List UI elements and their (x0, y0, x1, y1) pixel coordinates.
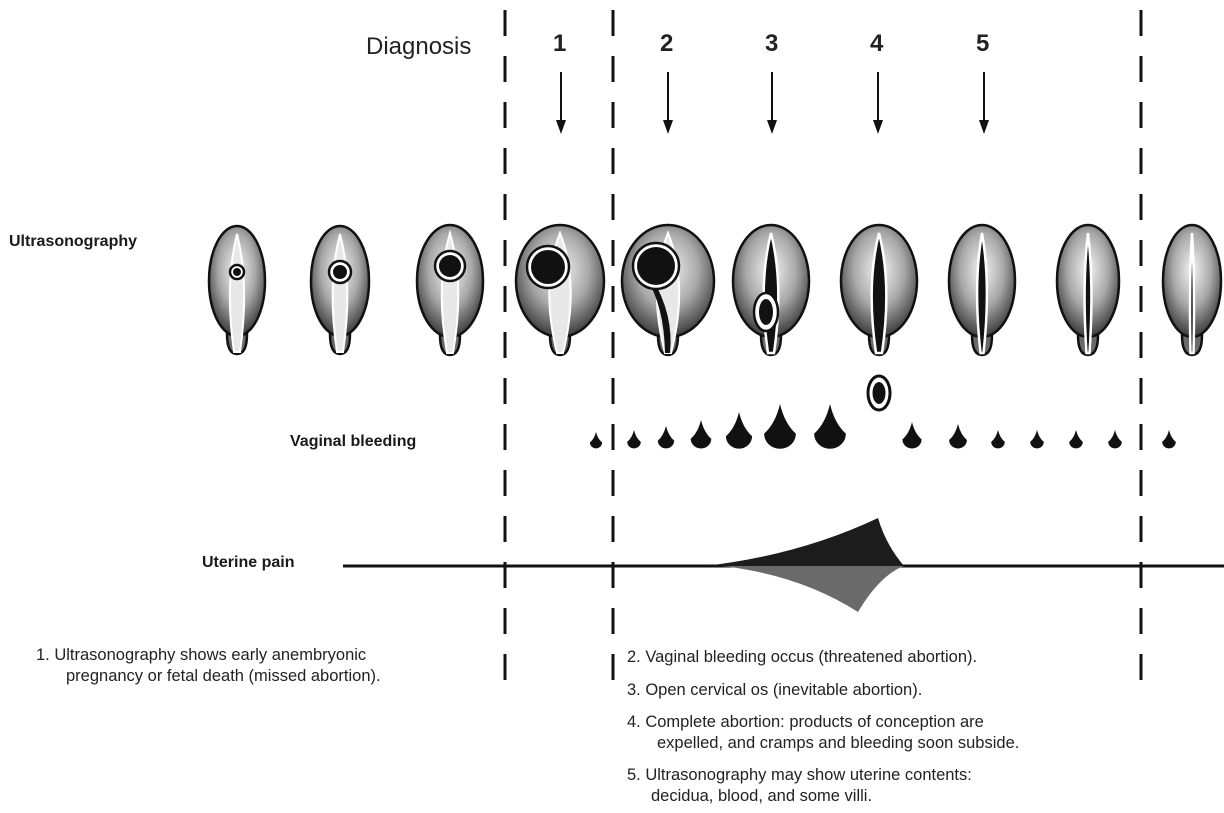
uterine-pain-label: Uterine pain (202, 554, 294, 572)
uterus-figure-6 (733, 225, 809, 355)
uterus-figure-3 (417, 225, 483, 355)
note-2-text: 2. Vaginal bleeding occus (threatened ab… (627, 648, 977, 666)
down-arrow-icon (556, 72, 566, 134)
blood-drop-icon (1108, 430, 1122, 448)
vaginal-bleeding-label: Vaginal bleeding (290, 433, 416, 451)
blood-drop-icon (691, 420, 712, 449)
note-1: 1. Ultrasonography shows early anembryon… (36, 645, 381, 687)
note-1-line-1: 1. Ultrasonography shows early anembryon… (36, 646, 366, 664)
blood-drop-icon (814, 404, 846, 449)
stage-number-4: 4 (870, 30, 883, 58)
diagnosis-arrows (556, 72, 989, 134)
pain-peak-lower (722, 566, 904, 612)
down-arrow-icon (767, 72, 777, 134)
pain-peak-upper (705, 518, 904, 566)
blood-drop-icon (627, 430, 641, 448)
stage-number-1: 1 (553, 30, 566, 58)
blood-drop-icon (764, 404, 796, 449)
note-1-line-2: pregnancy or fetal death (missed abortio… (36, 666, 381, 687)
note-5-line-1: 5. Ultrasonography may show uterine cont… (627, 766, 972, 784)
note-3: 3. Open cervical os (inevitable abortion… (627, 680, 922, 701)
note-5: 5. Ultrasonography may show uterine cont… (627, 765, 972, 807)
note-2: 2. Vaginal bleeding occus (threatened ab… (627, 647, 977, 668)
uterus-figure-7 (841, 225, 917, 355)
stage-number-5: 5 (976, 30, 989, 58)
blood-drop-icon (1069, 430, 1083, 448)
expelled-sac (868, 376, 890, 410)
blood-drop-icon (726, 412, 752, 449)
uterus-figure-8 (949, 225, 1015, 355)
stage-number-3: 3 (765, 30, 778, 58)
down-arrow-icon (663, 72, 673, 134)
uterus-figure-5 (622, 225, 714, 355)
blood-drop-icon (949, 424, 967, 448)
note-5-line-2: decidua, blood, and some villi. (627, 786, 972, 807)
stage-number-2: 2 (660, 30, 673, 58)
note-4: 4. Complete abortion: products of concep… (627, 712, 1019, 754)
ultrasonography-label: Ultrasonography (9, 233, 137, 251)
uterine-pain-graph (343, 518, 1224, 612)
uterus-figure-9 (1057, 225, 1119, 355)
blood-drop-icon (658, 426, 674, 448)
blood-drop-icon (991, 430, 1005, 448)
down-arrow-icon (873, 72, 883, 134)
uterus-figure-10 (1163, 225, 1221, 355)
blood-drop-icon (902, 422, 921, 449)
uterus-figure-4 (516, 225, 604, 355)
blood-drop-icon (590, 432, 602, 448)
ultrasonography-row (209, 225, 1221, 355)
down-arrow-icon (979, 72, 989, 134)
note-4-line-1: 4. Complete abortion: products of concep… (627, 713, 984, 731)
uterus-figure-2 (311, 226, 369, 354)
diagnosis-label: Diagnosis (366, 33, 471, 61)
vaginal-bleeding-drops (590, 404, 1176, 449)
uterus-figure-1 (209, 226, 265, 354)
note-3-text: 3. Open cervical os (inevitable abortion… (627, 681, 922, 699)
blood-drop-icon (1162, 430, 1176, 448)
note-4-line-2: expelled, and cramps and bleeding soon s… (627, 733, 1019, 754)
blood-drop-icon (1030, 430, 1044, 448)
